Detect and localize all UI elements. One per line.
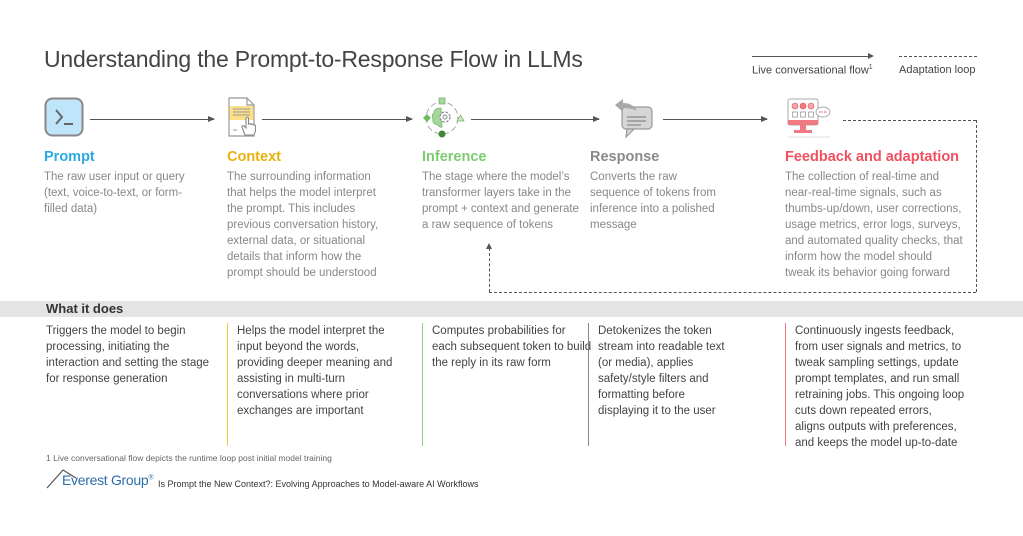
does-response: Detokenizes the token stream into readab… bbox=[598, 325, 725, 417]
brain-gear-icon bbox=[423, 97, 465, 138]
stage-title-feedback: Feedback and adaptation bbox=[785, 149, 960, 165]
legend-footnote-mark: 1 bbox=[868, 64, 873, 71]
arrowhead-icon bbox=[868, 53, 874, 59]
flow-arrow-response-to-feedback bbox=[663, 116, 768, 122]
brand-name: Everest Group bbox=[62, 472, 149, 488]
everest-mountain-logo-icon bbox=[46, 469, 77, 489]
divider-inference bbox=[422, 323, 423, 446]
does-prompt: Triggers the model to begin processing, … bbox=[46, 325, 210, 385]
divider-feedback bbox=[785, 323, 786, 446]
stage-desc-prompt: The raw user input or query (text, voice… bbox=[44, 171, 185, 215]
divider-response bbox=[588, 323, 589, 446]
stage-desc-response: Converts the raw sequence of tokens from… bbox=[590, 171, 716, 231]
footnote: 1 Live conversational flow depicts the r… bbox=[46, 453, 332, 463]
adaptation-loop-up bbox=[489, 248, 490, 292]
what-it-does-label: What it does bbox=[46, 301, 124, 316]
flow-arrow-prompt-to-context bbox=[90, 116, 215, 122]
stage-title-inference: Inference bbox=[422, 149, 487, 165]
stage-title-context: Context bbox=[227, 149, 281, 165]
adaptation-loop-top bbox=[843, 120, 976, 121]
adaptation-loop-bottom bbox=[489, 292, 976, 293]
brand-mark: ® bbox=[148, 474, 154, 482]
does-inference: Computes probabilities for each subseque… bbox=[432, 325, 592, 369]
report-title: Is Prompt the New Context?: Evolving App… bbox=[158, 479, 479, 489]
stage-desc-feedback: The collection of real-time and near-rea… bbox=[785, 171, 963, 279]
monitor-feedback-icon bbox=[787, 98, 831, 138]
what-it-does-band bbox=[0, 301, 1023, 317]
page-title: Understanding the Prompt-to-Response Flo… bbox=[44, 46, 583, 72]
flow-arrow-inference-to-response bbox=[471, 116, 600, 122]
stage-title-response: Response bbox=[590, 149, 660, 165]
stage-desc-inference: The stage where the model’s transformer … bbox=[422, 171, 579, 231]
legend-adapt-label: Adaptation loop bbox=[899, 64, 976, 76]
divider-context bbox=[227, 323, 228, 446]
legend-adaptation-loop: Adaptation loop bbox=[899, 56, 977, 76]
adaptation-loop-arrowhead-icon bbox=[486, 243, 492, 249]
adaptation-loop-right bbox=[976, 120, 977, 292]
stage-title-prompt: Prompt bbox=[44, 149, 95, 165]
dashed-line-sample bbox=[899, 56, 977, 57]
flow-arrow-context-to-inference bbox=[262, 116, 413, 122]
brand-logo: Everest Group® bbox=[62, 472, 154, 488]
terminal-icon bbox=[44, 97, 84, 137]
stage-desc-context: The surrounding information that helps t… bbox=[227, 171, 379, 279]
reply-chat-icon bbox=[615, 99, 653, 139]
document-pointer-icon bbox=[228, 97, 257, 137]
legend-live-flow: Live conversational flow1 bbox=[752, 53, 874, 77]
legend-live-label: Live conversational flow bbox=[752, 64, 869, 77]
does-feedback: Continuously ingests feedback, from user… bbox=[795, 325, 965, 449]
does-context: Helps the model interpret the input beyo… bbox=[237, 325, 393, 417]
solid-line-sample bbox=[752, 56, 870, 57]
